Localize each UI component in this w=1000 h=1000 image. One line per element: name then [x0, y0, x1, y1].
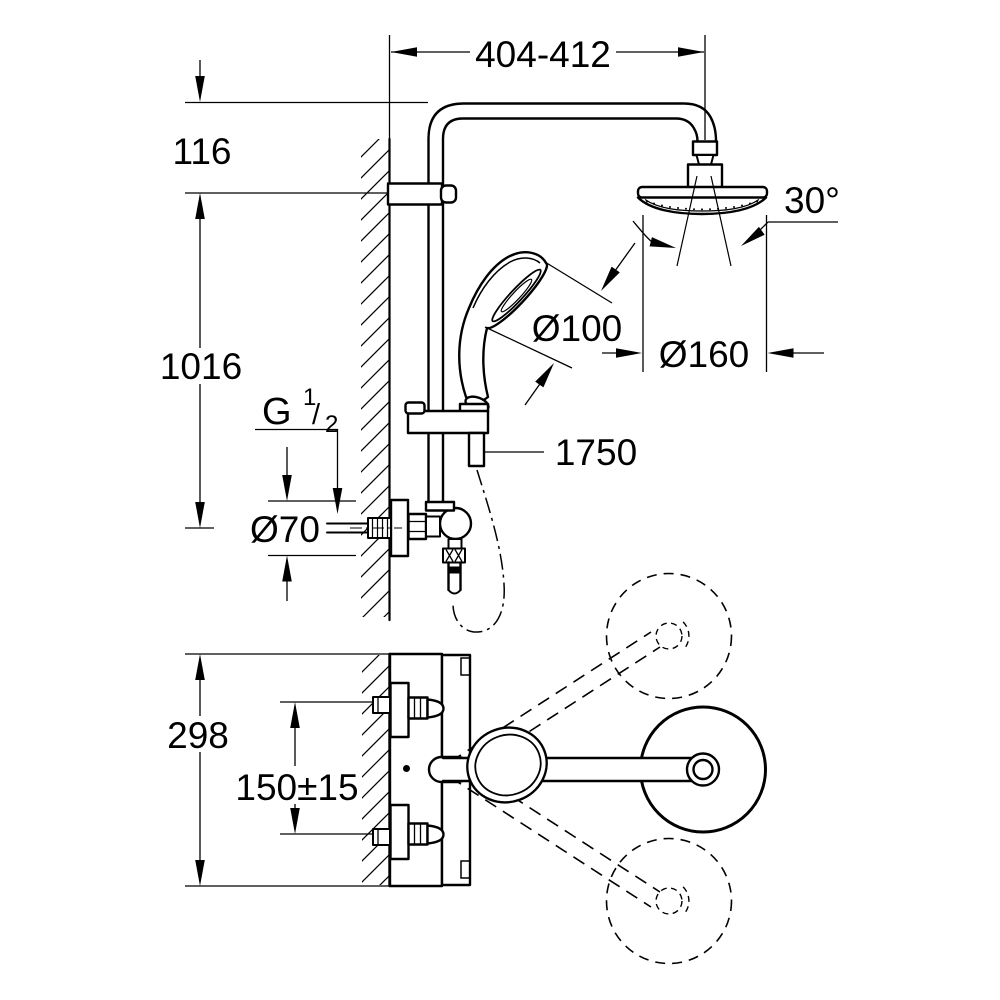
holder-knob: [404, 401, 426, 415]
dim-label-riser-height: 1016: [160, 346, 242, 387]
plan-view: [362, 572, 767, 965]
dim-label-handshower: Ø100: [532, 308, 623, 349]
dim-label-headshower: Ø160: [659, 334, 750, 375]
head-position-up: [605, 572, 733, 700]
thread-label-numerator: 1: [303, 384, 316, 411]
head-shower-plate: [636, 185, 769, 199]
head-shower-nut: [691, 140, 719, 157]
thread-label-denominator: 2: [325, 411, 338, 438]
handshower-holder: [404, 401, 490, 468]
dim-label-top-offset: 116: [173, 131, 232, 172]
dim-label-arm-reach: 404-412: [475, 34, 611, 75]
dim-headshower: Ø160: [602, 215, 824, 375]
dim-swivel-angle: 30°: [632, 180, 840, 248]
dim-label-plan-overall: 298: [167, 715, 229, 756]
supply-connection-bottom: [372, 803, 445, 861]
mounting-screw: [403, 765, 410, 772]
dim-top-offset: 116: [173, 60, 428, 219]
valve-union-nut: [407, 512, 428, 541]
dim-arm-reach: 404-412: [391, 34, 704, 75]
supply-connection-top: [372, 681, 445, 739]
head-shower: [636, 35, 769, 267]
dimensions: 404-412 116 1016 G 1 / 2: [158, 34, 840, 887]
dim-handshower: Ø100: [484, 242, 636, 406]
wall-elevation: [361, 35, 391, 622]
hand-shower-face: [491, 268, 542, 323]
head-position-down: [605, 837, 733, 965]
wall-bracket: [386, 182, 444, 206]
thread-label-g: G: [262, 391, 292, 433]
dim-riser-height: 1016: [158, 219, 244, 529]
dim-plan-overall: 298: [165, 653, 392, 887]
dim-hose-length: 1750: [484, 432, 637, 473]
shower-riser-and-arm: [386, 102, 718, 505]
dim-label-supply-spacing: 150±15: [235, 767, 358, 808]
hose-connector: [467, 431, 486, 468]
head-shower-joint: [686, 163, 724, 190]
supply-pipe: [326, 522, 369, 534]
dim-label-swivel-angle: 30°: [784, 180, 840, 221]
hand-shower-plan: [466, 726, 548, 804]
dim-label-hose-length: 1750: [555, 432, 637, 473]
thread-label-slash: /: [312, 399, 321, 431]
dim-thread: G 1 / 2: [255, 384, 343, 514]
hose-nut: [442, 547, 466, 564]
spray-angle-lines: [676, 175, 732, 267]
shower-hose: [452, 469, 505, 633]
valve-knob: [438, 506, 473, 541]
dim-supply-spacing: 150±15: [231, 701, 374, 835]
dim-label-escutcheon: Ø70: [250, 509, 320, 550]
thermostat-valve: [326, 498, 473, 595]
dim-escutcheon: Ø70: [250, 447, 356, 601]
